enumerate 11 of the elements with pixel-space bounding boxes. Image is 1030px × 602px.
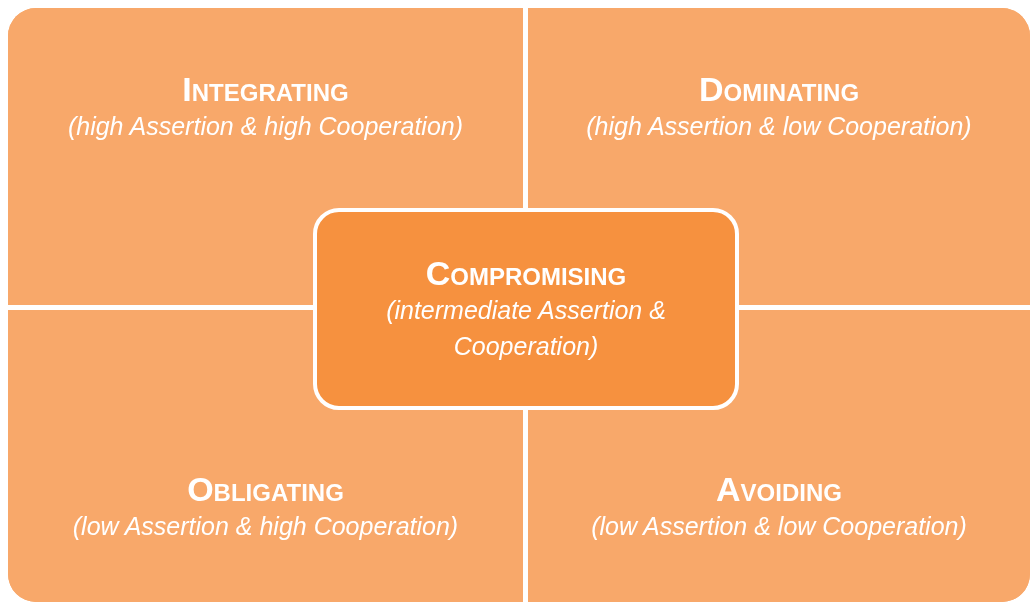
style-title: Dominating: [698, 70, 860, 108]
style-description: (low Assertion & low Cooperation): [591, 511, 967, 542]
style-title: Obligating: [187, 470, 344, 508]
style-description: (intermediate Assertion & Cooperation): [385, 295, 667, 362]
style-description: (high Assertion & high Cooperation): [67, 111, 464, 142]
style-title: Integrating: [182, 70, 349, 108]
style-title: Avoiding: [716, 470, 842, 508]
center-box: [313, 208, 739, 410]
style-description: (high Assertion & low Cooperation): [586, 111, 972, 142]
style-title: Compromising: [425, 254, 627, 292]
style-description: (low Assertion & high Cooperation): [72, 511, 459, 542]
